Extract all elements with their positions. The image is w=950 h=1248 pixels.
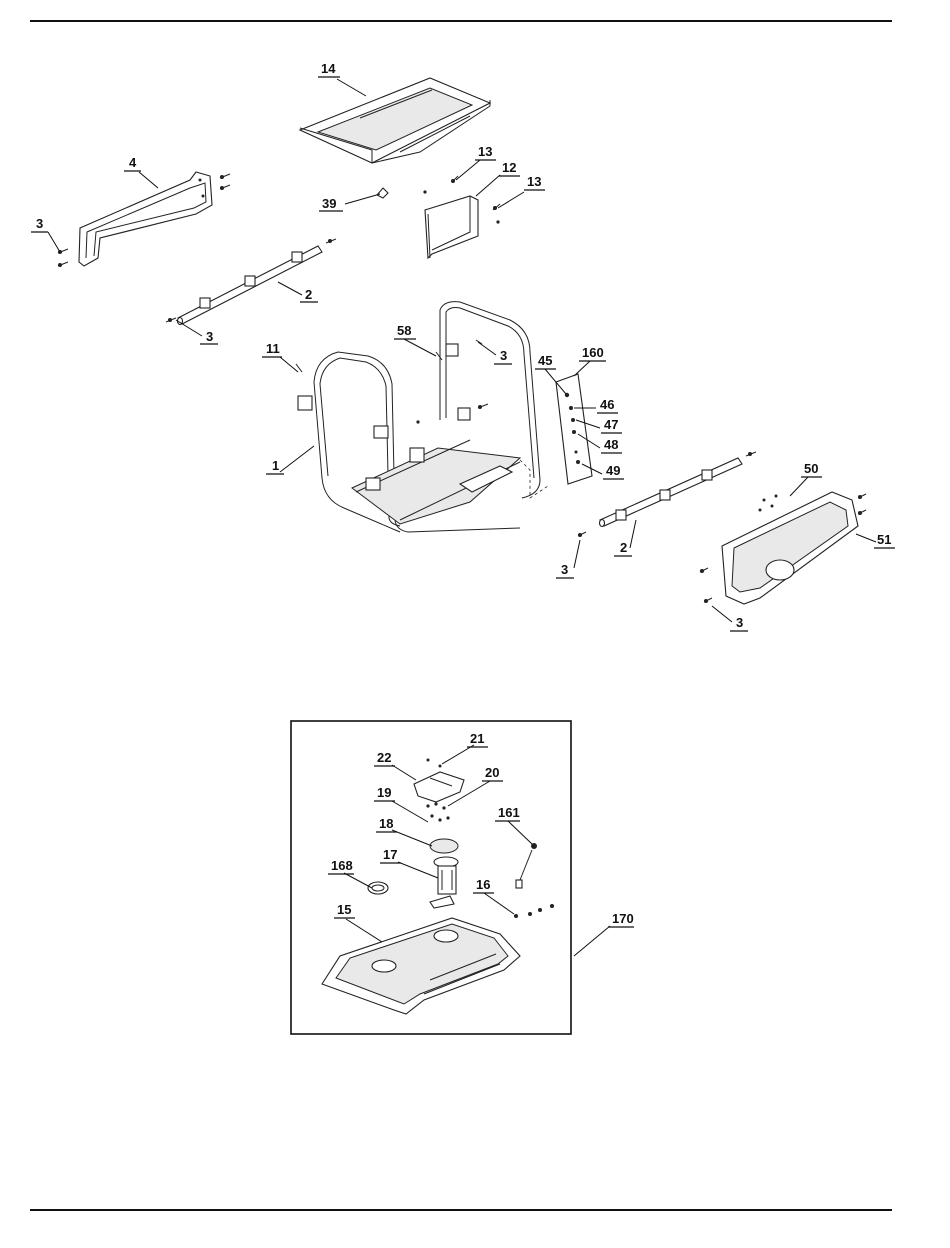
callout-161: 161 (498, 805, 520, 820)
callout-45: 45 (538, 353, 552, 368)
callout-3-left-upper: 3 (36, 216, 43, 231)
part-1-main-frame (296, 302, 548, 532)
callout-13-right: 13 (527, 174, 541, 189)
part-160-strip (556, 374, 592, 484)
callout-20: 20 (485, 765, 499, 780)
callout-18: 18 (379, 816, 393, 831)
part-12-plate (425, 196, 478, 258)
callout-48: 48 (604, 437, 618, 452)
callout-3-center: 3 (500, 348, 507, 363)
part-51-side-panel (700, 492, 866, 604)
callout-14: 14 (321, 61, 336, 76)
part-2-upper-crossbar (166, 239, 336, 325)
callout-58: 58 (397, 323, 411, 338)
callout-168: 168 (331, 858, 353, 873)
callout-3-bottom-right: 3 (736, 615, 743, 630)
callout-46: 46 (600, 397, 614, 412)
callout-170: 170 (612, 911, 634, 926)
callout-15: 15 (337, 902, 351, 917)
part-16-screws (514, 904, 554, 918)
callout-4: 4 (129, 155, 137, 170)
callout-12: 12 (502, 160, 516, 175)
callout-16: 16 (476, 877, 490, 892)
callout-2-lower: 2 (620, 540, 627, 555)
callout-3-left-lower: 3 (206, 329, 213, 344)
callout-51: 51 (877, 532, 891, 547)
callout-39: 39 (322, 196, 336, 211)
callout-160: 160 (582, 345, 604, 360)
part-14-top-tray (300, 78, 490, 163)
callout-47: 47 (604, 417, 618, 432)
part-22-cover (414, 759, 464, 803)
part-18-ring (430, 839, 458, 853)
callout-1: 1 (272, 458, 279, 473)
callout-2-upper: 2 (305, 287, 312, 302)
callout-13-top: 13 (478, 144, 492, 159)
part-17-fuel-pump (430, 857, 458, 908)
part-39-clip (377, 188, 427, 198)
part-19-20-screws (426, 802, 449, 821)
part-161-sender (516, 843, 537, 888)
callout-17: 17 (383, 847, 397, 862)
callout-21: 21 (470, 731, 484, 746)
part-15-fuel-tank (322, 918, 520, 1014)
callout-50: 50 (804, 461, 818, 476)
part-4-side-bracket (79, 172, 212, 266)
callout-19: 19 (377, 785, 391, 800)
callout-3-bottom-center: 3 (561, 562, 568, 577)
part-2-lower-crossbar (578, 452, 756, 537)
callout-22: 22 (377, 750, 391, 765)
callout-49: 49 (606, 463, 620, 478)
callout-11: 11 (266, 341, 280, 356)
